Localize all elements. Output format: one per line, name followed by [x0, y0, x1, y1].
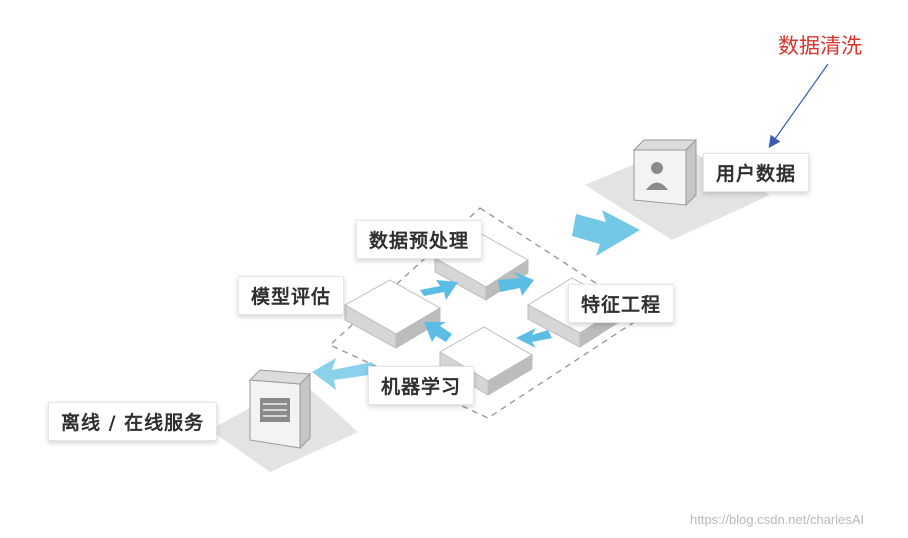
loop-arrow-feature-to-ml [516, 328, 552, 348]
label-service: 离线 / 在线服务 [48, 402, 218, 441]
evaluate-block-icon [343, 279, 442, 349]
label-machine-learning: 机器学习 [368, 366, 475, 405]
user-data-server-icon [632, 138, 698, 207]
label-model-evaluation: 模型评估 [238, 276, 345, 315]
watermark: https://blog.csdn.net/charlesAI [690, 512, 865, 527]
loop-arrow-preprocess-to-feature [498, 272, 534, 296]
input-arrow [572, 210, 640, 256]
service-server-icon [248, 369, 312, 450]
label-feature-engineering: 特征工程 [568, 284, 675, 323]
annotation-data-cleaning: 数据清洗 [778, 34, 862, 58]
annotation-arrow [768, 63, 829, 148]
label-user-data: 用户数据 [703, 153, 810, 192]
loop-arrow-ml-to-evaluate [424, 322, 452, 342]
label-preprocess: 数据预处理 [356, 220, 483, 259]
output-arrow [312, 358, 376, 390]
loop-arrow-evaluate-to-preprocess [420, 280, 458, 300]
